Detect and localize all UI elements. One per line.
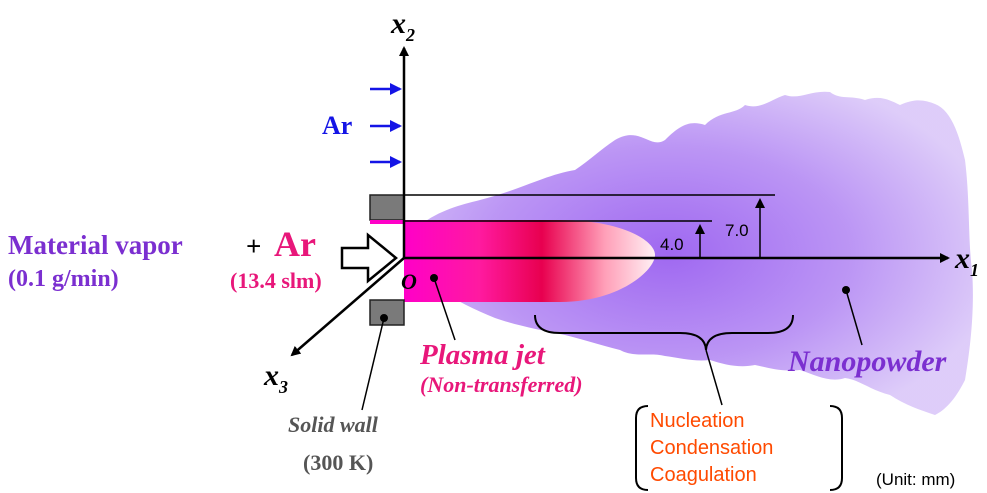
ar-main-label: Ar	[274, 224, 316, 264]
solid-wall-upper	[369, 194, 405, 221]
dim-value-outer: 7.0	[725, 221, 749, 240]
unit-label: (Unit: mm)	[876, 470, 955, 489]
origin-label: O	[401, 269, 417, 294]
inlet-arrow-icon	[340, 232, 398, 284]
material-vapor-label: Material vapor	[8, 230, 183, 260]
solid-wall-label: Solid wall	[288, 412, 379, 437]
nanopowder-cloud	[418, 91, 973, 416]
process-item-condensation: Condensation	[650, 437, 773, 459]
process-bracket-left	[635, 405, 649, 491]
leader-nanopowder	[845, 289, 863, 346]
wall-temp-label: (300 K)	[303, 450, 373, 475]
leader-plasma-jet	[433, 277, 456, 341]
dim-value-inner: 4.0	[660, 235, 684, 254]
material-rate-label: (0.1 g/min)	[8, 266, 119, 292]
x1-axis-label: x1	[954, 242, 979, 280]
process-item-coagulation: Coagulation	[650, 464, 757, 486]
solid-wall-lower	[369, 299, 405, 326]
x3-axis-label: x3	[263, 359, 288, 397]
nanopowder-label: Nanopowder	[787, 345, 947, 378]
ar-rate-label: (13.4 slm)	[230, 268, 322, 293]
leader-dot-powder	[842, 286, 850, 294]
leader-dot-plasma	[430, 274, 438, 282]
plus-sign: +	[246, 231, 261, 261]
non-transferred-label: (Non-transferred)	[420, 372, 583, 397]
plasma-jet-label: Plasma jet	[419, 339, 546, 371]
torch-outlet-upper	[370, 220, 404, 224]
leader-process	[705, 349, 723, 406]
process-bracket-right	[829, 405, 843, 491]
process-item-nucleation: Nucleation	[650, 410, 745, 432]
x3-axis	[290, 257, 405, 357]
leader-dot-wall	[380, 314, 388, 322]
leader-solid-wall	[361, 317, 385, 411]
x2-axis-label: x2	[390, 7, 415, 45]
plasma-jet	[404, 220, 655, 302]
ar-side-label: Ar	[322, 111, 352, 140]
